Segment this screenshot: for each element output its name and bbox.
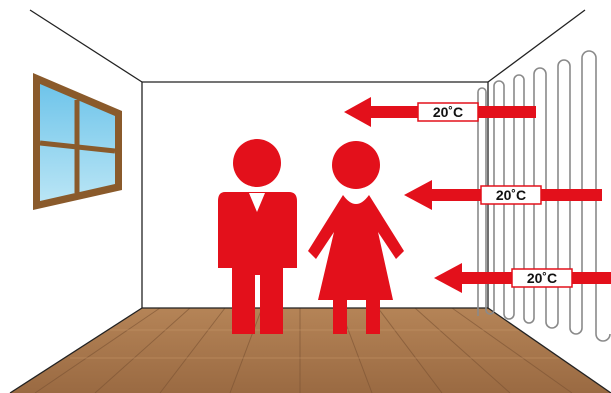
woman-icon: [308, 141, 404, 334]
temp-label-1-text: 20˚C: [433, 104, 463, 120]
temp-label-3: 20˚C: [512, 269, 572, 287]
wooden-floor: [10, 308, 611, 393]
arrow-left-icon: [344, 97, 371, 127]
arrow-left-icon: [404, 180, 432, 210]
man-icon: [218, 139, 297, 334]
arrow-left-icon: [434, 263, 462, 293]
temp-label-3-text: 20˚C: [527, 270, 557, 286]
window-icon: [33, 73, 122, 210]
temp-label-2: 20˚C: [481, 186, 541, 204]
temp-label-1: 20˚C: [418, 103, 478, 121]
temp-label-2-text: 20˚C: [496, 187, 526, 203]
